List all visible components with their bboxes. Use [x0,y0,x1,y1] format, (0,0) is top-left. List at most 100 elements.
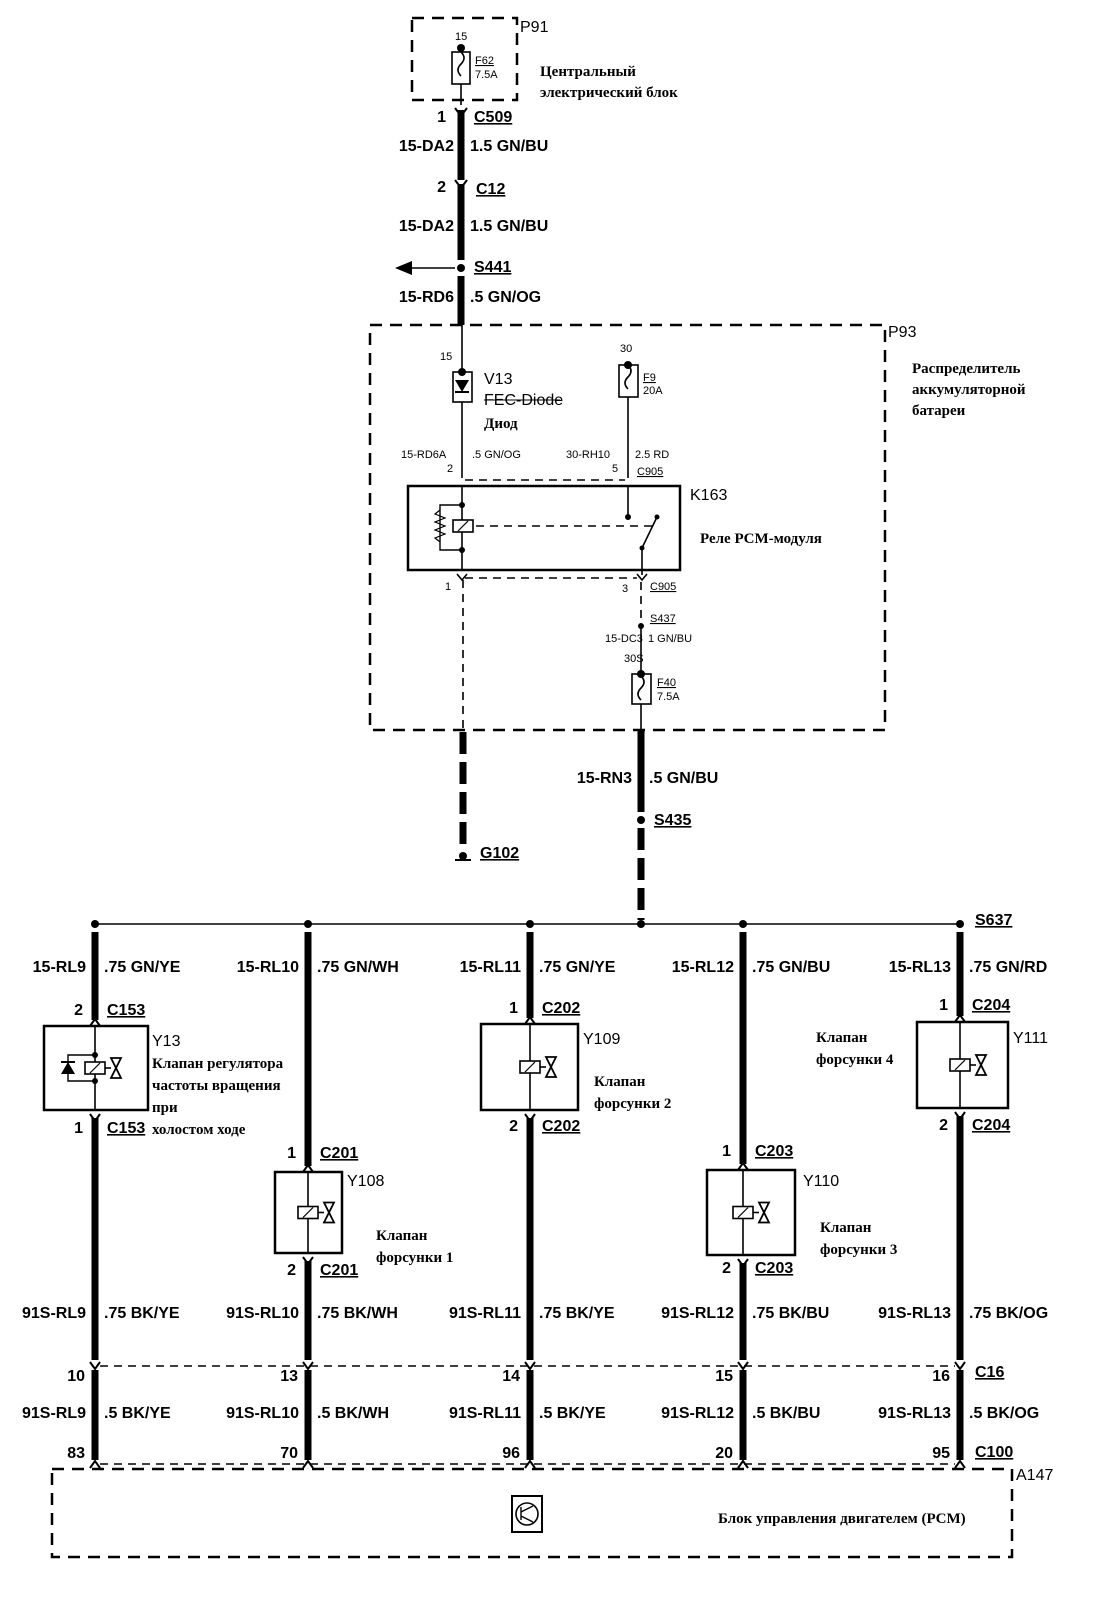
pin-c100: 20 [715,1445,733,1462]
f9-pin: 30 [620,343,632,355]
wire-spec-top: .75 GN/YE [539,959,616,976]
connector-out: C203 [755,1260,793,1277]
f62-rating: 7.5A [475,69,498,81]
relay-pin-5: 5 [612,463,618,475]
pin-c100: 95 [932,1445,950,1462]
c12-pin: 2 [437,179,446,196]
circuit-pcm: 91S-RL10 [226,1405,299,1422]
f62-terminal [457,44,465,52]
wire-spec-top: .75 GN/RD [969,959,1047,976]
pin-out: 2 [287,1262,296,1279]
p91-name-line2: электрический блок [540,85,678,101]
k163-id: K163 [690,487,727,504]
connector-in: C203 [755,1143,793,1160]
relay-pin-3: 3 [622,583,628,595]
connector-in-icon [524,1015,536,1025]
pin-out: 2 [722,1260,731,1277]
p93-id: P93 [888,324,917,341]
f40-rating: 7.5A [657,691,680,703]
circuit-15-rd6: 15-RD6 [399,289,454,306]
connector-c100-icon [954,1459,966,1469]
component-desc: форсунки 4 [816,1052,894,1068]
circuit-pcm: 91S-RL11 [449,1405,521,1422]
pin-c100: 70 [280,1445,298,1462]
wire-spec-bottom: .75 BK/YE [539,1305,615,1322]
circuit-top: 15-RL10 [237,959,299,976]
wire-30-rh10: 2.5 RD [635,449,669,461]
component-id: Y109 [583,1031,620,1048]
v13-id: V13 [484,371,513,388]
f9-rating: 20A [643,385,663,397]
fuse-icon [451,51,471,85]
connector-in: C202 [542,1000,580,1017]
pin-in: 2 [74,1002,83,1019]
p93-name-line2: аккумуляторной [912,382,1026,398]
wire-spec-bottom: .75 BK/BU [752,1305,829,1322]
component-desc: форсунки 1 [376,1250,453,1266]
relay-k163 [406,484,682,572]
module-p91: P91 15 F62 7.5A Центральный электрически… [410,16,678,105]
valve-icon [322,1201,336,1224]
p93-boundary [368,323,887,732]
bus-junction [739,920,747,928]
p93-name-line3: батареи [912,403,966,419]
splice-s441 [457,264,465,272]
bus-junction [956,920,964,928]
k163-name: Реле PCM-модуля [700,531,822,547]
circuit-pcm: 91S-RL9 [22,1405,86,1422]
feed-out: 15-RN3 .5 GN/BU S435 [577,730,718,920]
circuit-bottom: 91S-RL13 [878,1305,951,1322]
module-p93: P93 Распределитель аккумуляторной батаре… [368,323,1026,732]
valve-icon [109,1057,123,1079]
connector-c100-icon [737,1459,749,1469]
connector-c12: C12 [476,181,505,198]
pin-in: 1 [287,1145,296,1162]
wire-15-rd6a: .5 GN/OG [472,449,521,461]
circuit-pcm: 91S-RL13 [878,1405,951,1422]
wire-spec-a: 1.5 GN/BU [470,138,548,155]
wire-spec-c: .5 GN/OG [470,289,541,306]
wire-spec-bottom: .75 BK/YE [104,1305,180,1322]
connector-in: C153 [107,1002,145,1019]
pin-c16: 14 [502,1368,520,1385]
wire-spec-bottom: .75 BK/WH [317,1305,398,1322]
wire-spec-bottom: .75 BK/OG [969,1305,1048,1322]
pin-c16: 16 [932,1368,950,1385]
relay-switch-icon [641,516,658,549]
f62-id: F62 [475,55,494,67]
wire-15-rn3: .5 GN/BU [649,770,718,787]
bus-junction [526,920,534,928]
circuit-15-rn3: 15-RN3 [577,770,632,787]
circuit-15-da2-a: 15-DA2 [399,138,454,155]
component-desc: Клапан [816,1030,868,1046]
component-id: Y111 [1013,1030,1048,1047]
p91-name-line1: Центральный [540,64,636,80]
bus-junction [91,920,99,928]
connector-c509: C509 [474,109,512,126]
splice-s435-label: S435 [654,812,691,829]
wire-spec-b: 1.5 GN/BU [470,218,548,235]
connector-rows: C16 C100 [100,1364,1013,1465]
wire-15-dc3: 1 GN/BU [648,633,692,645]
connector-in: C201 [320,1145,358,1162]
f62-pin: 15 [455,31,467,43]
arrow-left-icon [395,261,412,275]
ground-path: G102 [455,732,519,862]
diode-icon [61,1062,75,1074]
a147-id: A147 [1016,1467,1053,1484]
p91-boundary [410,16,519,102]
pin-out: 1 [74,1120,83,1137]
f9-id: F9 [643,372,656,384]
pin-out: 2 [509,1118,518,1135]
wire-spec-top: .75 GN/WH [317,959,399,976]
a147-name: Блок управления двигателем (PCM) [718,1511,966,1527]
relay-pin-1: 1 [445,581,451,593]
wire-spec-top: .75 GN/BU [752,959,830,976]
circuit-bottom: 91S-RL10 [226,1305,299,1322]
circuit-bottom: 91S-RL12 [661,1305,734,1322]
connector-in: C204 [972,997,1010,1014]
